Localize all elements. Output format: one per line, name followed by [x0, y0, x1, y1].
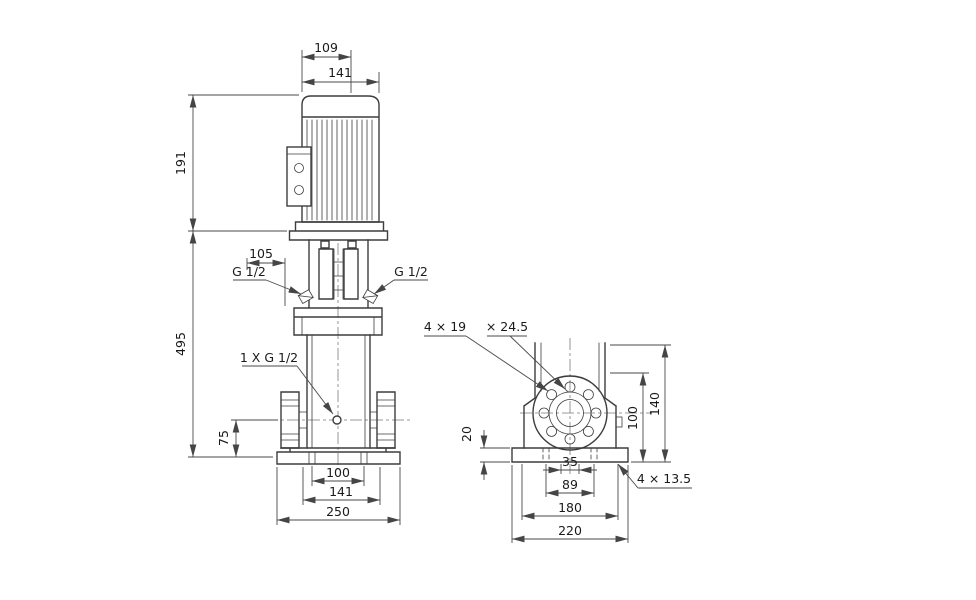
dim-label-141-bottom: 141	[329, 484, 353, 499]
cable-entry-bottom	[294, 185, 304, 195]
leader-shoulders-side	[424, 335, 692, 489]
bolt-hole	[583, 425, 594, 437]
dim-label-100-side: 100	[625, 406, 640, 430]
coupling-guard	[308, 239, 369, 308]
centerlines-side	[520, 338, 652, 474]
bolt-hole	[583, 389, 594, 401]
port-flange-face	[532, 375, 608, 451]
chamber-sleeve	[306, 334, 371, 449]
extension-lines-front	[188, 50, 401, 525]
port-bore	[556, 399, 584, 427]
side-plug-boss	[615, 416, 623, 428]
pump-head	[293, 307, 383, 336]
terminal-box	[286, 146, 312, 207]
dim-label-75: 75	[216, 430, 231, 446]
gauge-plug-left	[297, 289, 314, 305]
side-view: 4 × 19 × 24.5 20 100 140 35 89 180 220 4…	[424, 319, 692, 543]
leader-g12-left	[265, 279, 302, 295]
bolt-hole	[546, 389, 557, 401]
front-view: 109 141 191 495 75 105 G 1/2 G 1/2 1 X G…	[173, 40, 428, 525]
dim-label-100-bottom: 100	[326, 465, 350, 480]
dim-label-89: 89	[562, 477, 578, 492]
base-plate	[511, 447, 629, 463]
base-holes-label: 4 × 13.5	[637, 471, 691, 486]
leader-flange-holes	[465, 335, 549, 392]
leader-base-holes	[617, 463, 639, 489]
dim-label-191: 191	[173, 151, 188, 175]
drain-label: 1 X G 1/2	[240, 350, 298, 365]
base-bolt-slots	[308, 451, 368, 465]
drain-plug	[332, 415, 342, 425]
extension-lines-side	[480, 344, 671, 543]
bolt-hole	[564, 381, 576, 393]
base-plate-holes-hidden	[542, 447, 598, 463]
dim-label-220: 220	[558, 523, 582, 538]
cable-entry-top	[294, 163, 304, 173]
motor-flanges	[288, 221, 389, 241]
dim-label-250: 250	[326, 504, 350, 519]
bolt-hole	[546, 425, 557, 437]
dim-label-109: 109	[314, 40, 338, 55]
bolt-hole	[538, 407, 550, 419]
gauge-plug-right	[362, 289, 379, 305]
dim-label-35: 35	[562, 454, 578, 469]
flange-counterbore-label: × 24.5	[486, 319, 528, 334]
flange-holes-label: 4 × 19	[424, 319, 466, 334]
terminal-box-body	[286, 146, 312, 207]
dim-label-495: 495	[173, 332, 188, 356]
dim-label-141-top: 141	[328, 65, 352, 80]
port-label-left: G 1/2	[232, 264, 266, 279]
port-label-right: G 1/2	[394, 264, 428, 279]
coupling-shaft	[333, 248, 344, 300]
port-flange-bolts	[280, 399, 396, 441]
leader-drain	[296, 365, 334, 415]
dim-label-180: 180	[558, 500, 582, 515]
dim-label-140: 140	[647, 392, 662, 416]
bolt-hole	[590, 407, 602, 419]
side-body-outline	[523, 342, 617, 449]
dim-label-20: 20	[459, 426, 474, 442]
flange-outer-circle	[532, 375, 608, 451]
leader-shoulders-front	[233, 279, 428, 367]
leader-g12-right	[373, 279, 395, 295]
pump-base	[276, 447, 401, 465]
bolt-hole	[564, 433, 576, 445]
dim-label-105: 105	[249, 246, 273, 261]
chamber-sleeve-inner	[311, 334, 366, 449]
pump-head-detail	[301, 316, 375, 336]
leader-flange-counterbore	[509, 335, 566, 390]
